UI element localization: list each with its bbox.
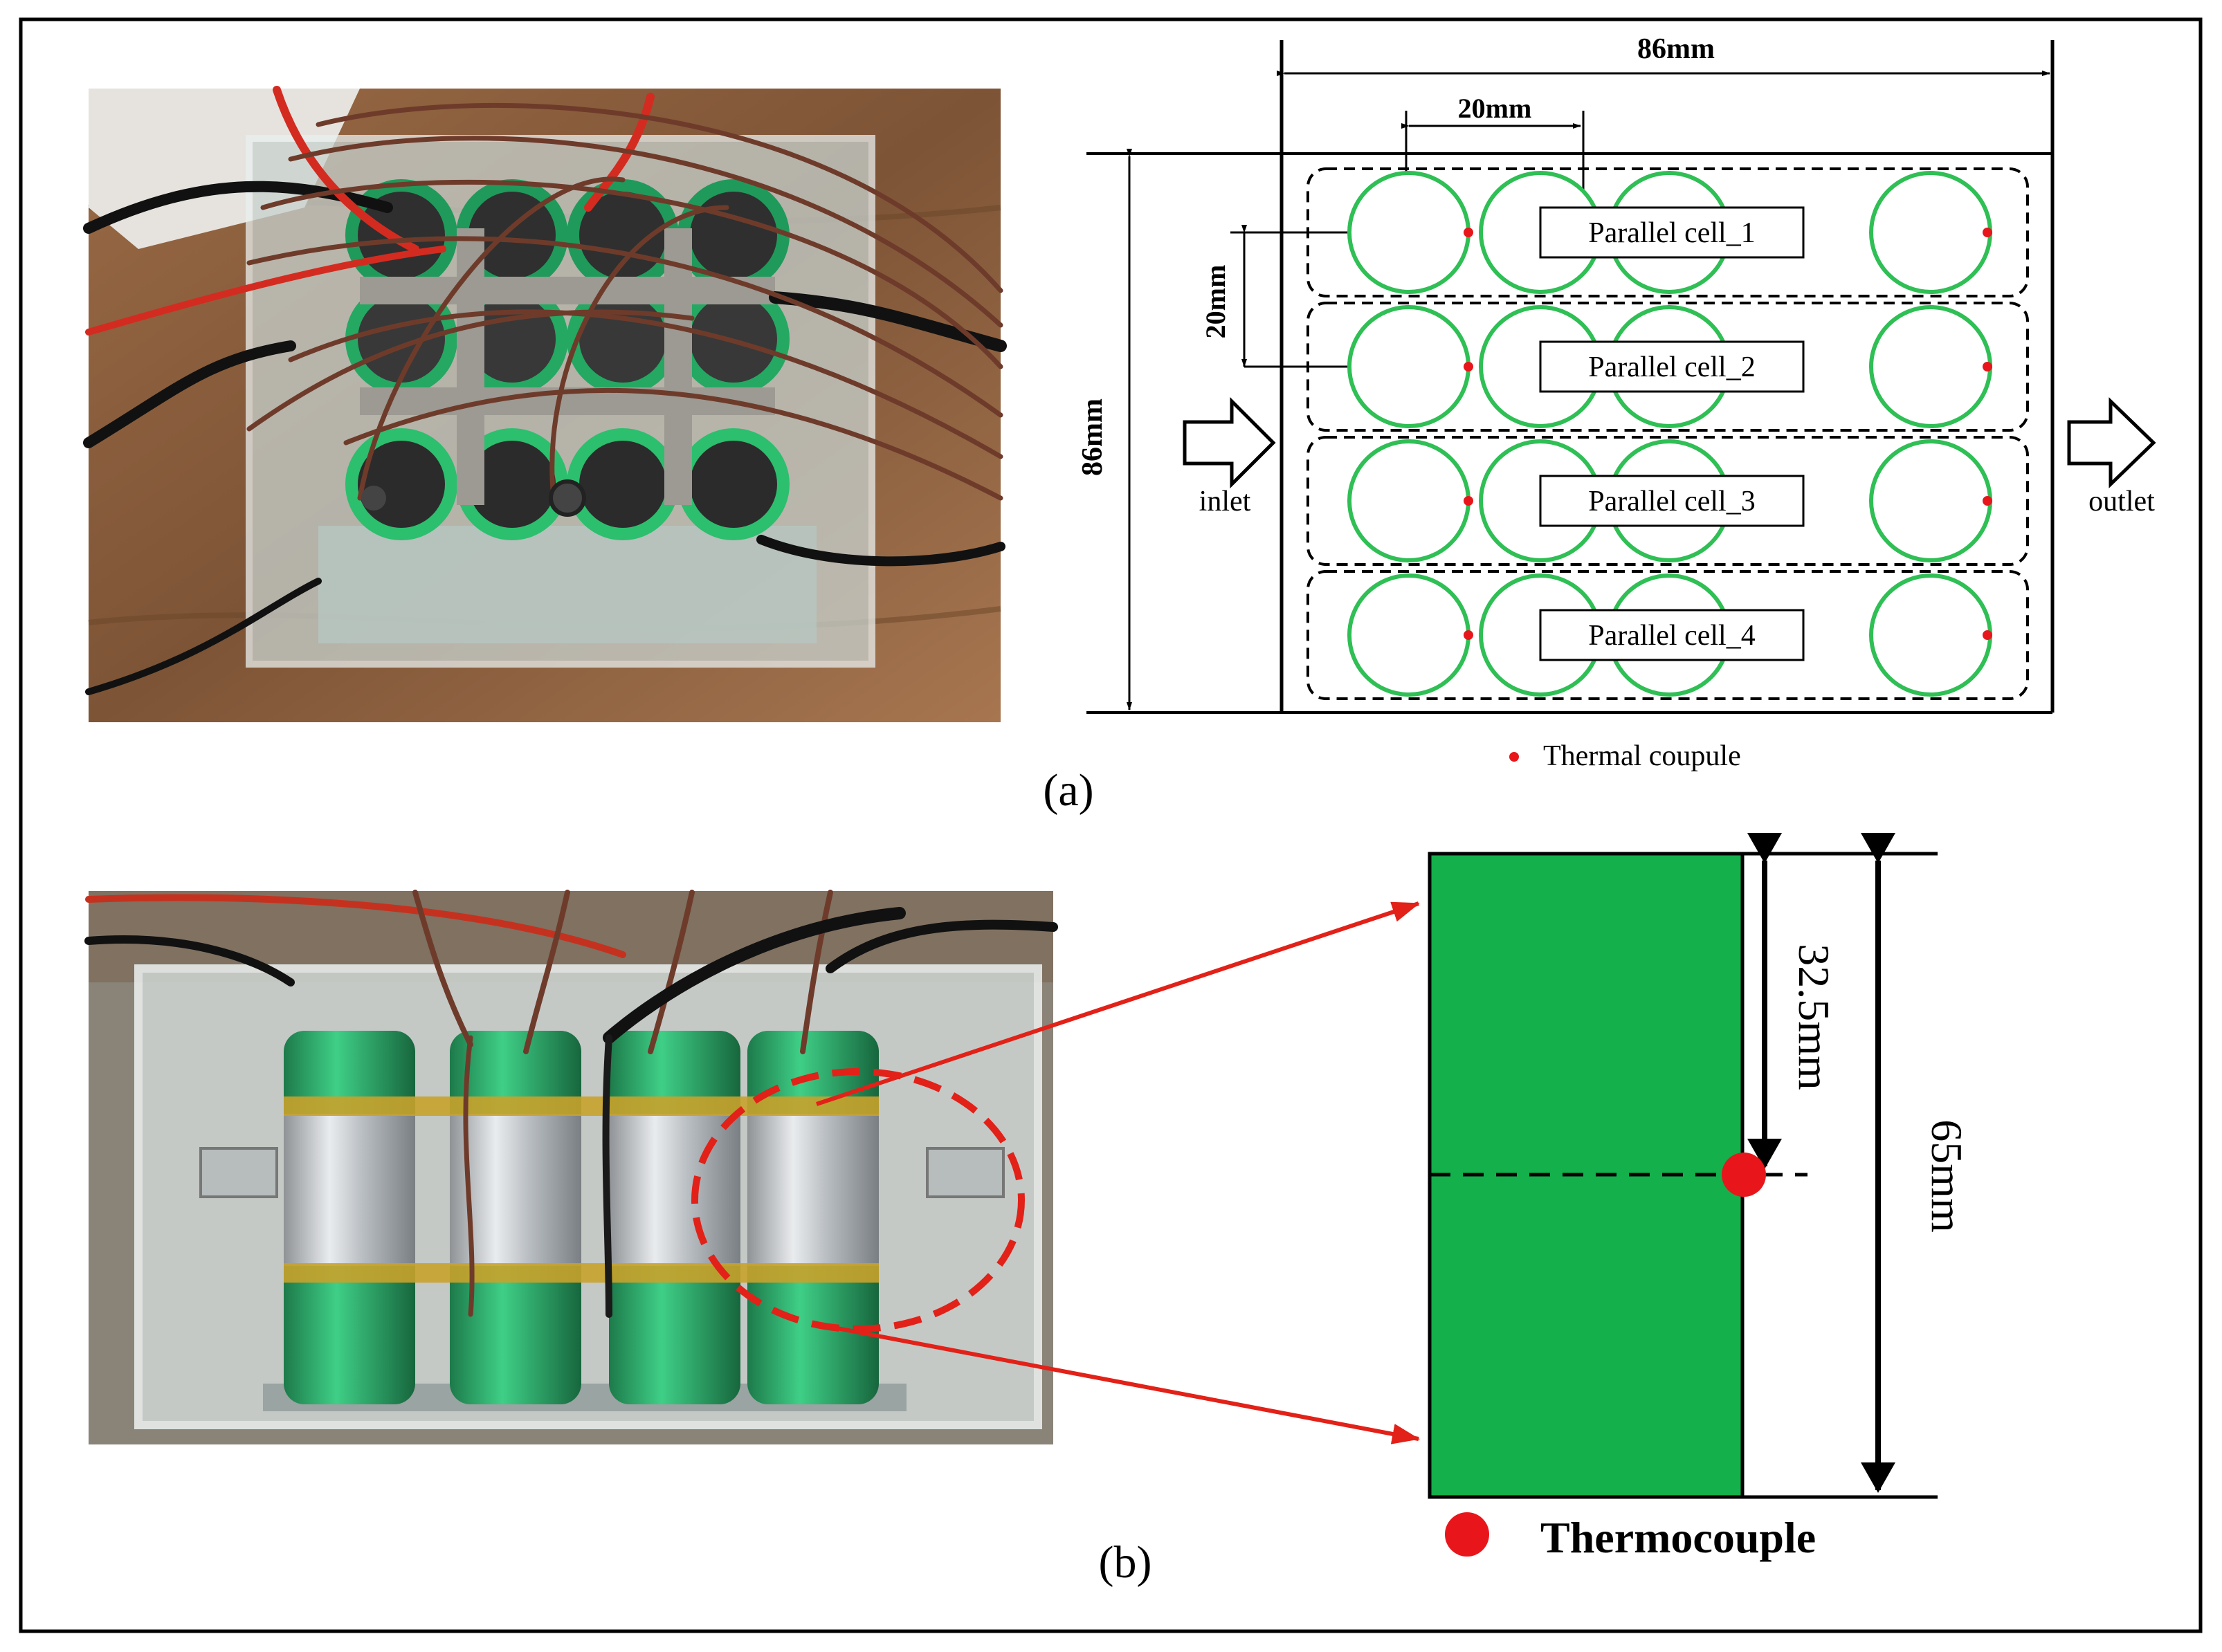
cell-label: Parallel cell_1: [1588, 217, 1755, 249]
thermocouple-dot: [1983, 496, 1992, 506]
dim-full-label: 65mm: [1922, 1119, 1971, 1233]
thermocouple-dot: [1464, 362, 1473, 371]
panel-b-label: (b): [1099, 1537, 1152, 1588]
dim-height-label: 86mm: [1077, 398, 1109, 476]
cell-circle: [1869, 573, 1992, 697]
schematic-side: 32.5mm 65mm Thermocouple: [1428, 833, 1971, 1562]
cell-label-box: [1539, 340, 1805, 393]
parallel-group-4: Parallel cell_4: [1306, 570, 2029, 700]
parallel-group-1: Parallel cell_1: [1306, 167, 2029, 297]
group-dashed-outline: [1306, 570, 2029, 700]
schematic-top: 86mm 86mm 20mm 20mm inlet outlet Paralle…: [1077, 33, 2156, 772]
cell-label-box: [1539, 609, 1805, 661]
photo-cylinders: [284, 1031, 879, 1404]
outlet-label: outlet: [2088, 486, 2155, 517]
photo-top-view: [83, 86, 1007, 722]
cell-label: Parallel cell_2: [1588, 351, 1755, 383]
thermocouple-point: [1722, 1153, 1766, 1197]
inlet-label: inlet: [1199, 486, 1251, 517]
panel-a-label: (a): [1043, 765, 1093, 816]
thermocouple-dot: [1464, 496, 1473, 506]
dim-spacing-y-label: 20mm: [1200, 265, 1231, 339]
zoom-arrow-bottom: [837, 1326, 1420, 1444]
cell-circle: [1347, 305, 1470, 428]
photo-side-view: [84, 890, 1058, 1444]
thermal-coupule-legend-label: Thermal coupule: [1543, 740, 1741, 772]
photo-wires: [83, 86, 1007, 695]
parallel-group-2: Parallel cell_2: [1306, 302, 2029, 432]
group-dashed-outline: [1306, 436, 2029, 566]
cell-label: Parallel cell_3: [1588, 486, 1755, 517]
dim-spacing-x-label: 20mm: [1458, 93, 1532, 124]
zoom-arrow-top: [816, 901, 1420, 1106]
dim-half-label: 32.5mm: [1790, 944, 1839, 1090]
thermocouple-dot: [1464, 630, 1473, 640]
cell-circle: [1347, 439, 1470, 562]
thermocouple-dot: [1464, 228, 1473, 237]
cell-label: Parallel cell_4: [1588, 620, 1755, 652]
cell-circle: [1347, 171, 1470, 294]
inlet-arrow: [1183, 396, 1276, 489]
thermal-coupule-legend-dot: [1509, 752, 1519, 762]
cell-label-box: [1539, 206, 1805, 259]
thermocouple-legend-dot: [1445, 1512, 1489, 1557]
cell-label-box: [1539, 475, 1805, 527]
group-dashed-outline: [1306, 167, 2029, 297]
thermocouple-dot: [1983, 228, 1992, 237]
cell-circle: [1347, 573, 1470, 697]
thermocouple-dot: [1983, 630, 1992, 640]
parallel-group-3: Parallel cell_3: [1306, 436, 2029, 566]
group-dashed-outline: [1306, 302, 2029, 432]
outlet-arrow: [2067, 397, 2156, 488]
cell-circle: [1869, 305, 1992, 428]
cell-circle: [1869, 439, 1992, 562]
dim-width-label: 86mm: [1637, 33, 1715, 65]
thermocouple-legend-label: Thermocouple: [1540, 1513, 1816, 1562]
thermocouple-dot: [1983, 362, 1992, 371]
cell-circle: [1869, 171, 1992, 294]
highlight-ellipse: [691, 1068, 1025, 1332]
